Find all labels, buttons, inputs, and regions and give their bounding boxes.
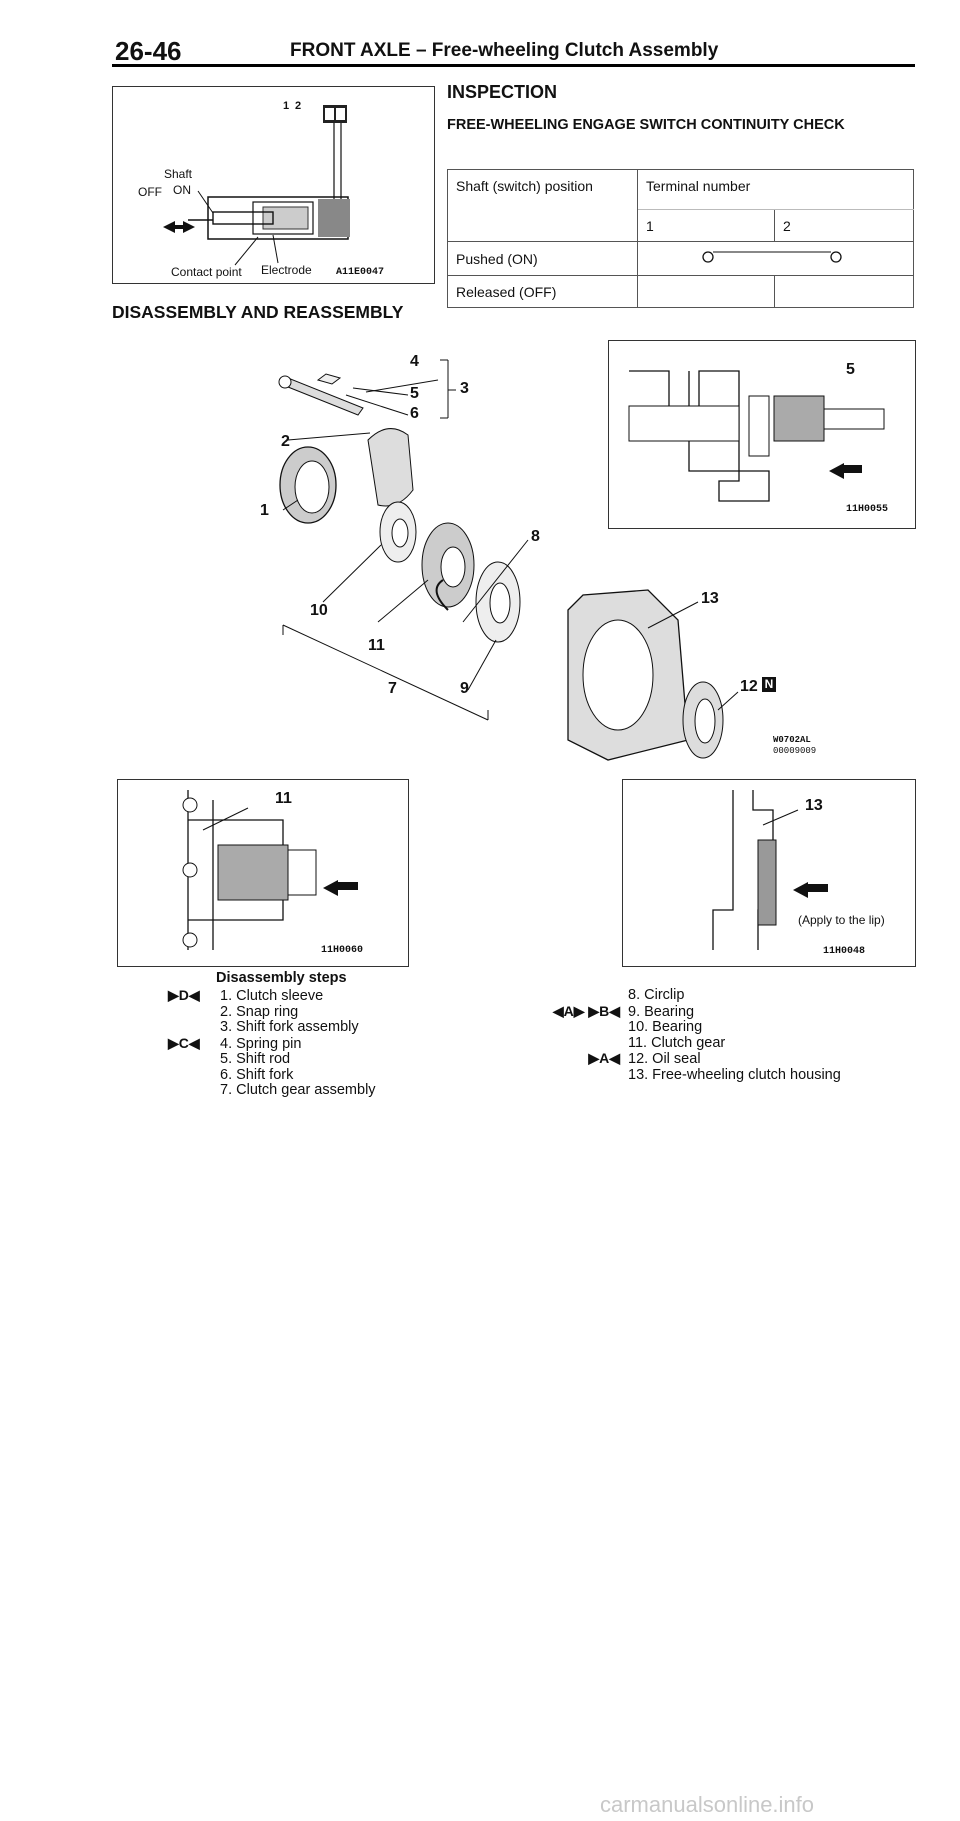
watermark: carmanualsonline.info — [600, 1792, 815, 1817]
table-row: 1 2 — [448, 209, 914, 242]
row-position: Released (OFF) — [447, 275, 638, 308]
list-item: ◀A▶ ▶B◀9. Bearing — [552, 1002, 695, 1020]
shaft-label: Shaft — [164, 167, 193, 181]
list-item: ▶A◀12. Oil seal — [588, 1050, 701, 1067]
continuity-check-heading: FREE-WHEELING ENGAGE SWITCH CONTINUITY C… — [447, 117, 845, 133]
header-rule — [112, 64, 915, 67]
list-item: 3. Shift fork assembly — [220, 1019, 359, 1035]
callout-12: 12 — [740, 678, 758, 695]
shift-rod-illustration — [628, 370, 885, 502]
list-item: 7. Clutch gear assembly — [220, 1082, 376, 1098]
list-item: ▶C◀4. Spring pin — [168, 1034, 302, 1052]
housing-illustration — [712, 790, 828, 950]
switch-illustration — [163, 105, 350, 266]
callout-13: 13 — [701, 590, 719, 607]
callout-3: 3 — [460, 380, 469, 397]
n-marker-badge: N — [762, 677, 776, 692]
on-label: ON — [173, 183, 191, 197]
housing-figure-code: 11H0048 — [823, 946, 866, 957]
contact-point-label: Contact point — [171, 265, 242, 279]
list-item: ▶D◀1. Clutch sleeve — [168, 987, 324, 1004]
callout-1: 1 — [260, 502, 269, 519]
steps-left-list: ▶D◀1. Clutch sleeve 2. Snap ring 3. Shif… — [168, 987, 376, 1099]
continuity-symbol — [702, 251, 842, 263]
callout-7: 7 — [388, 680, 397, 697]
terminal-1-label: 1 — [283, 100, 290, 112]
exploded-illustration — [278, 359, 739, 761]
page-number: 26-46 — [115, 36, 182, 66]
table-row: Shaft (switch) position Terminal number — [447, 169, 914, 242]
apply-lip-note: (Apply to the lip) — [798, 913, 885, 927]
clutch-gear-figure-code: 11H0060 — [321, 945, 364, 956]
shift-rod-callout: 5 — [846, 361, 855, 378]
callout-5: 5 — [410, 385, 419, 402]
page-title: FRONT AXLE – Free-wheeling Clutch Assemb… — [290, 40, 719, 61]
list-item: 5. Shift rod — [220, 1051, 291, 1067]
callout-2: 2 — [281, 433, 290, 450]
terminal-2-label: 2 — [295, 100, 302, 112]
callout-6: 6 — [410, 405, 419, 422]
disassembly-heading: DISASSEMBLY AND REASSEMBLY — [112, 302, 404, 322]
exploded-figure-subcode: 00009009 — [773, 746, 817, 756]
housing-figure: 13 (Apply to the lip) 11H0048 — [622, 779, 916, 967]
table-row: Pushed (ON) — [447, 241, 914, 276]
callout-8: 8 — [531, 528, 540, 545]
inspection-heading: INSPECTION — [447, 82, 558, 102]
empty-cell — [774, 275, 914, 308]
callout-10: 10 — [310, 602, 328, 619]
clutch-gear-callout: 11 — [275, 790, 292, 807]
shift-rod-figure-code: 11H0055 — [846, 504, 889, 515]
exploded-view-figure: 1 2 3 4 5 6 7 8 9 10 11 12 N 13 W0702AL … — [248, 340, 848, 770]
continuity-table: Shaft (switch) position Terminal number … — [447, 169, 914, 308]
col-header-position: Shaft (switch) position — [447, 169, 638, 242]
terminal-1-header: 1 — [637, 209, 775, 242]
list-item: 13. Free-wheeling clutch housing — [628, 1066, 841, 1083]
row-position: Pushed (ON) — [447, 241, 638, 276]
electrode-label: Electrode — [261, 263, 312, 277]
continuity-cell — [637, 241, 914, 276]
callout-4: 4 — [410, 353, 419, 370]
shift-rod-figure: 5 11H0055 — [608, 340, 916, 529]
list-item: 2. Snap ring — [220, 1003, 299, 1020]
off-label: OFF — [138, 185, 162, 199]
switch-figure: 1 2 Shaft OFF ON Contact point Electrode… — [112, 86, 435, 284]
list-item: 10. Bearing — [628, 1019, 703, 1035]
table-row: Released (OFF) — [447, 275, 914, 308]
housing-callout: 13 — [805, 797, 823, 814]
callout-11: 11 — [368, 637, 385, 654]
figure-code: A11E0047 — [336, 267, 385, 278]
terminal-2-header: 2 — [774, 209, 914, 242]
empty-cell — [637, 275, 775, 308]
exploded-figure-code: W0702AL — [773, 735, 811, 745]
clutch-gear-figure: 11 11H0060 — [117, 779, 409, 967]
steps-title: Disassembly steps — [216, 970, 347, 986]
list-item: 6. Shift fork — [220, 1066, 294, 1083]
clutch-gear-illustration — [182, 790, 358, 950]
callout-9: 9 — [460, 680, 469, 697]
steps-right-list: 8. Circlip ◀A▶ ▶B◀9. Bearing 10. Bearing… — [520, 987, 841, 1083]
col-header-terminal: Terminal number — [637, 169, 914, 210]
list-item: 8. Circlip — [628, 987, 685, 1003]
list-item: 11. Clutch gear — [628, 1034, 726, 1051]
